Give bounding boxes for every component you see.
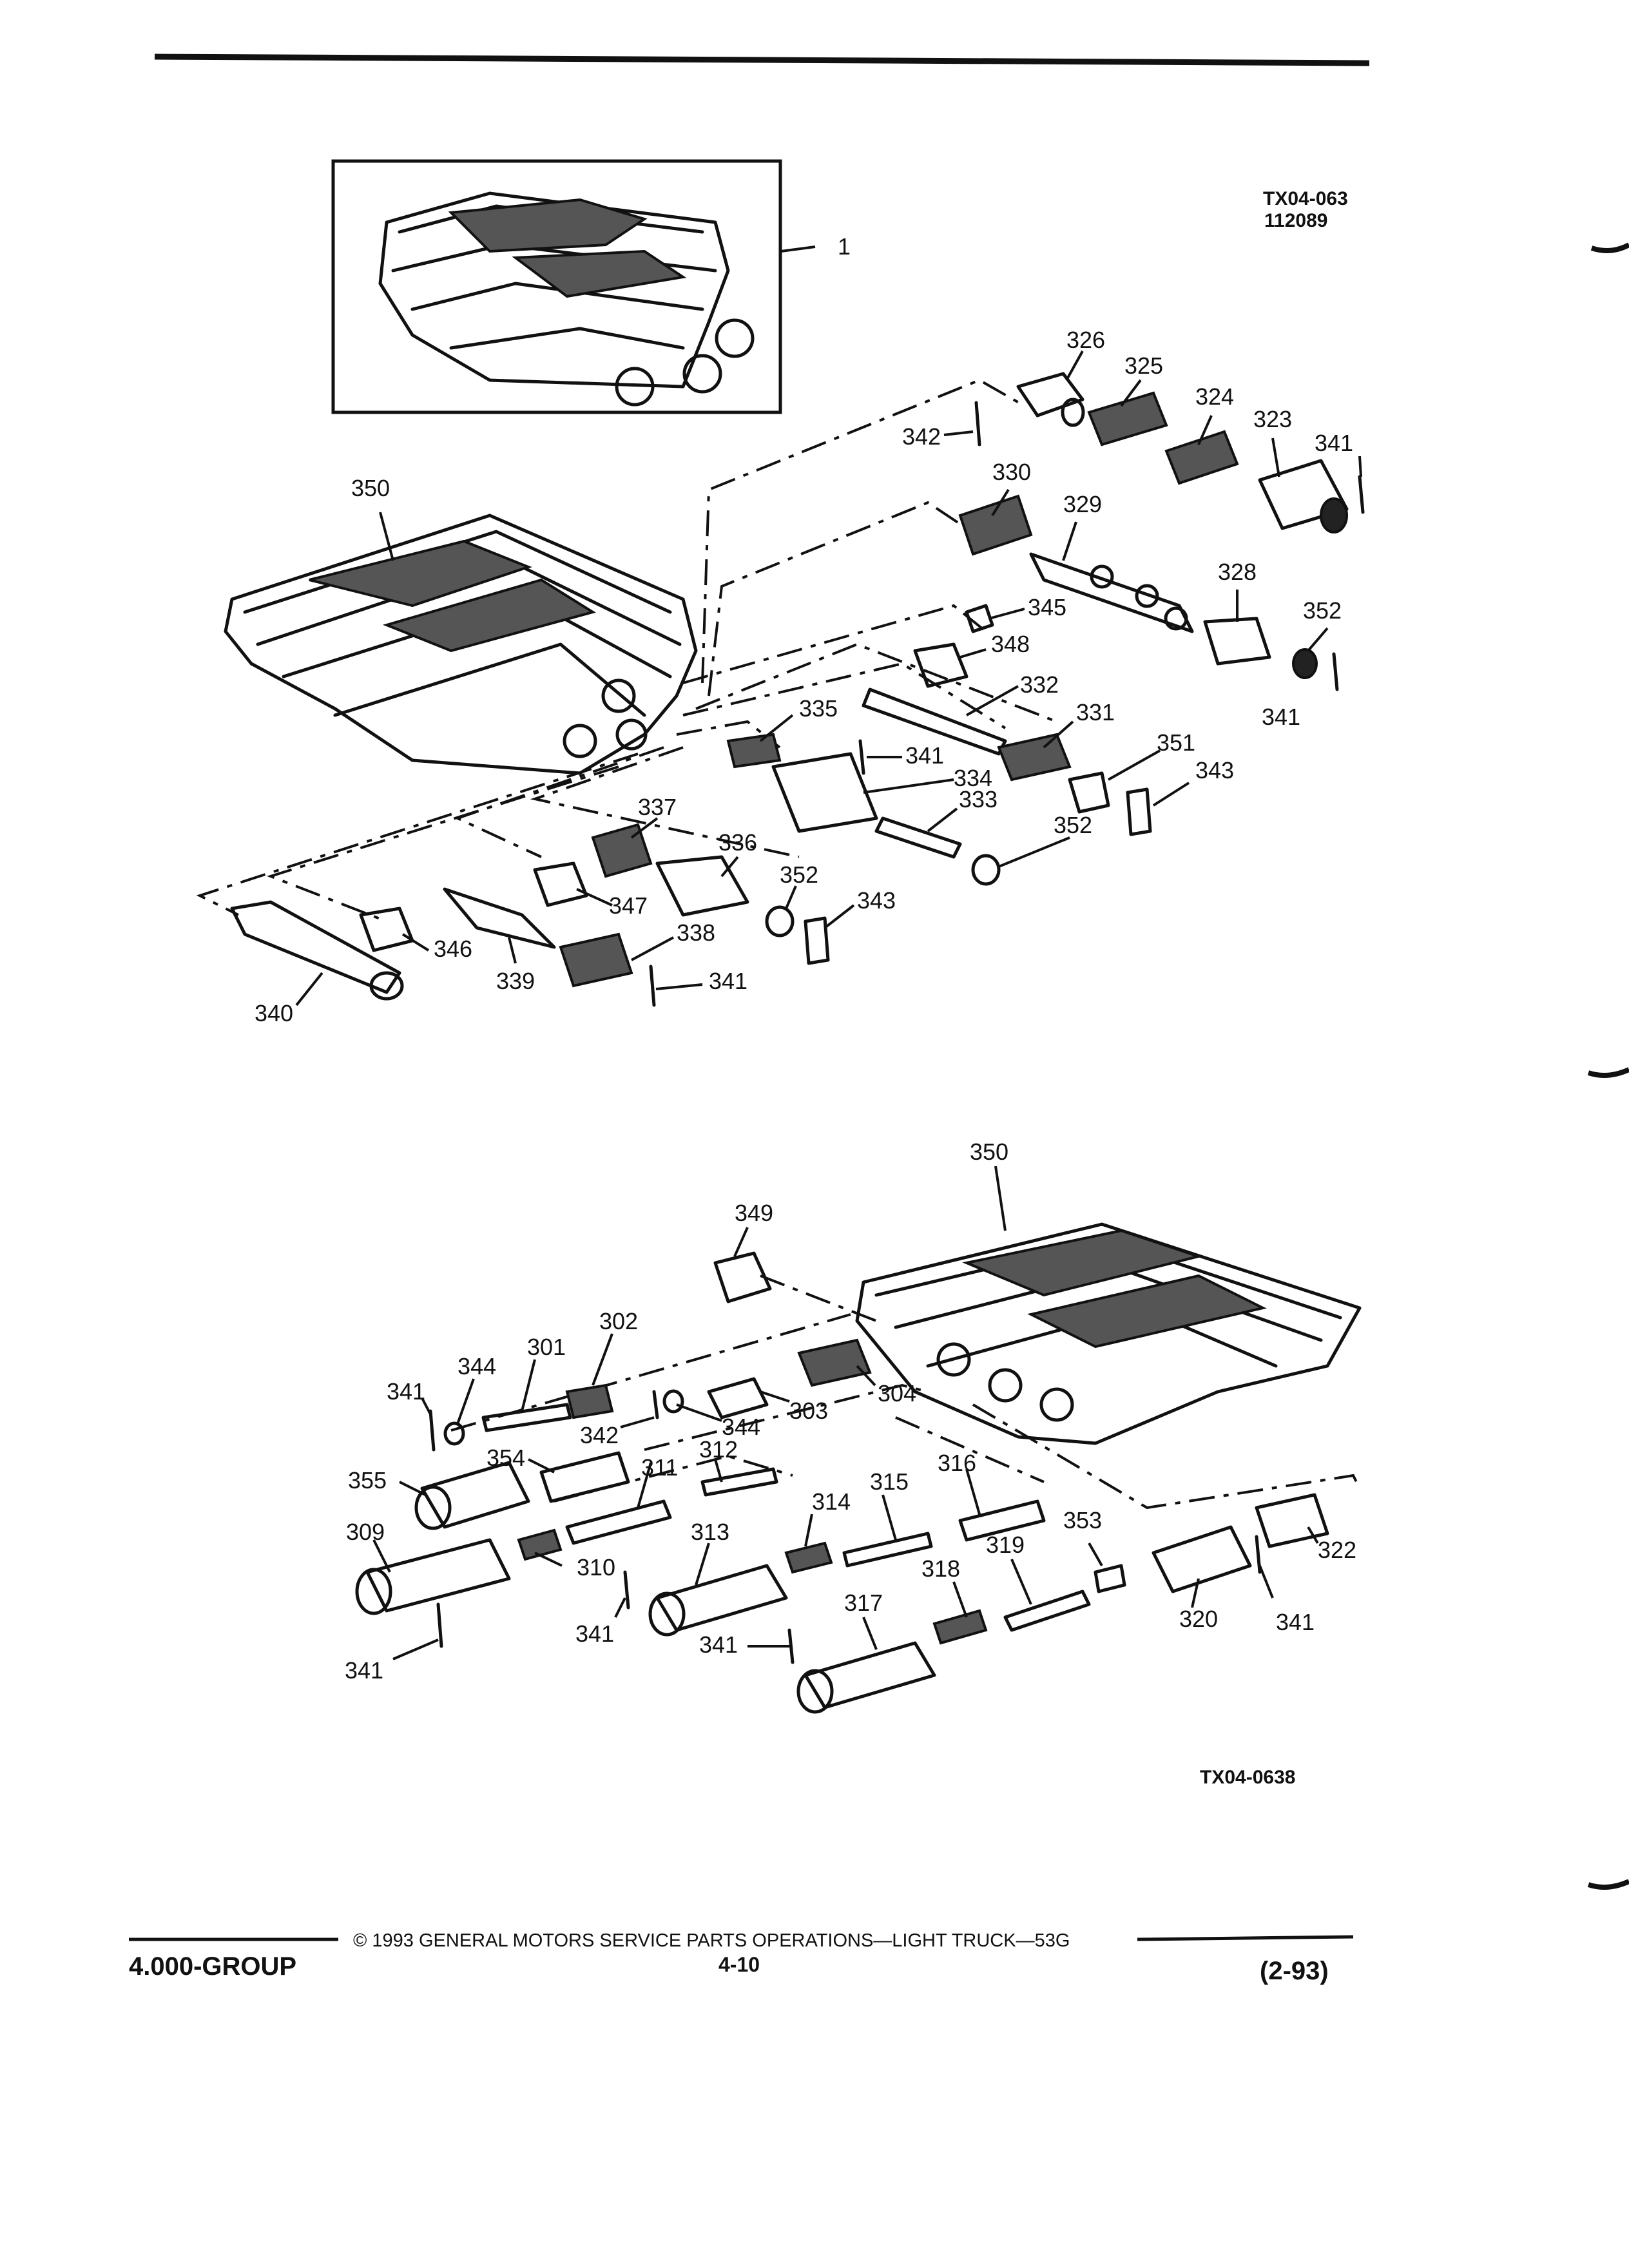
callout-331: 331 — [1076, 699, 1115, 726]
binding-mark-3 — [1587, 1879, 1629, 1890]
footer-copyright: © 1993 GENERAL MOTORS SERVICE PARTS OPER… — [353, 1930, 1070, 1951]
binding-mark-2 — [1587, 1067, 1629, 1078]
callout-349: 349 — [735, 1200, 773, 1226]
callout-317: 317 — [844, 1590, 883, 1616]
callout-313: 313 — [691, 1519, 729, 1545]
callout-350-b: 350 — [970, 1139, 1008, 1165]
binding-mark-1 — [1590, 242, 1629, 253]
callout-312: 312 — [699, 1436, 738, 1463]
callout-330: 330 — [992, 459, 1031, 485]
callout-322: 322 — [1318, 1537, 1356, 1563]
callout-341-c: 341 — [905, 742, 944, 769]
callout-328: 328 — [1218, 559, 1257, 585]
lower-leader-lines — [372, 1166, 1319, 1660]
callout-341-g: 341 — [575, 1620, 614, 1647]
callout-334: 334 — [954, 765, 992, 791]
lower-parts — [355, 1251, 1329, 1714]
header-rule — [154, 53, 1370, 66]
callout-310: 310 — [577, 1554, 615, 1581]
callout-353: 353 — [1063, 1507, 1102, 1533]
callout-323: 323 — [1253, 406, 1292, 432]
callout-314: 314 — [812, 1488, 851, 1515]
callout-340: 340 — [255, 1000, 293, 1026]
upper-leader-lines — [295, 351, 1362, 1006]
callout-343-a: 343 — [1195, 757, 1234, 783]
callout-351: 351 — [1157, 729, 1195, 756]
callout-303: 303 — [789, 1398, 828, 1424]
callout-309: 309 — [346, 1519, 385, 1545]
upper-assembly-lines — [196, 378, 1057, 923]
callout-336: 336 — [718, 829, 757, 856]
footer-revision: (2-93) — [1260, 1957, 1329, 1985]
callout-342-a: 342 — [902, 423, 941, 450]
callout-311: 311 — [641, 1454, 678, 1481]
callout-315: 315 — [870, 1468, 909, 1495]
callout-348: 348 — [991, 631, 1030, 657]
callout-339: 339 — [496, 968, 535, 994]
callout-342-b: 342 — [580, 1422, 619, 1448]
callout-344-a: 344 — [458, 1353, 496, 1379]
upper-parts — [230, 372, 1365, 1007]
callout-341-a: 341 — [1315, 430, 1353, 456]
callout-318: 318 — [921, 1555, 960, 1582]
callout-335: 335 — [799, 695, 838, 722]
callout-354: 354 — [487, 1445, 525, 1471]
callout-319: 319 — [986, 1532, 1025, 1558]
callout-352-a: 352 — [1303, 597, 1342, 624]
callout-346: 346 — [434, 936, 472, 962]
callout-344-b: 344 — [722, 1414, 760, 1440]
callout-304: 304 — [878, 1380, 916, 1407]
callout-350-a: 350 — [351, 475, 390, 501]
callout-345: 345 — [1028, 594, 1066, 620]
callout-341-h: 341 — [1276, 1609, 1315, 1635]
callout-333: 333 — [959, 786, 998, 812]
callout-341-b: 341 — [1262, 704, 1300, 730]
callout-332: 332 — [1020, 671, 1059, 698]
callout-341-f: 341 — [699, 1631, 738, 1658]
callout-355: 355 — [348, 1467, 387, 1494]
callout-347: 347 — [609, 892, 648, 919]
upper-valve-body — [224, 514, 698, 775]
callout-343-b: 343 — [857, 887, 896, 914]
footer-rule-right — [1137, 1935, 1354, 1941]
callout-352-c: 352 — [780, 861, 818, 888]
footer-group: 4.000-GROUP — [129, 1952, 296, 1981]
callout-338: 338 — [677, 919, 715, 946]
callout-341-i: 341 — [345, 1657, 383, 1684]
callout-337: 337 — [638, 794, 677, 820]
inset-callout: 1 — [838, 233, 851, 260]
callout-320: 320 — [1179, 1606, 1218, 1632]
figure-code-top: TX04-063 — [1263, 188, 1348, 209]
callout-316: 316 — [938, 1450, 976, 1476]
inset-valve-body — [331, 159, 816, 414]
callout-341-d: 341 — [709, 968, 747, 994]
callout-324: 324 — [1195, 383, 1234, 410]
footer-page-number: 4-10 — [718, 1953, 760, 1976]
callout-326: 326 — [1066, 327, 1105, 353]
callout-341-e: 341 — [387, 1378, 425, 1405]
callout-301: 301 — [527, 1334, 566, 1360]
callout-302: 302 — [599, 1308, 638, 1334]
lower-valve-body — [855, 1222, 1362, 1445]
figure-code-bottom: TX04-0638 — [1200, 1767, 1295, 1788]
callout-352-b: 352 — [1054, 812, 1092, 838]
callout-329: 329 — [1063, 491, 1102, 517]
figure-date-top: 112089 — [1264, 210, 1327, 231]
callout-325: 325 — [1124, 352, 1163, 379]
